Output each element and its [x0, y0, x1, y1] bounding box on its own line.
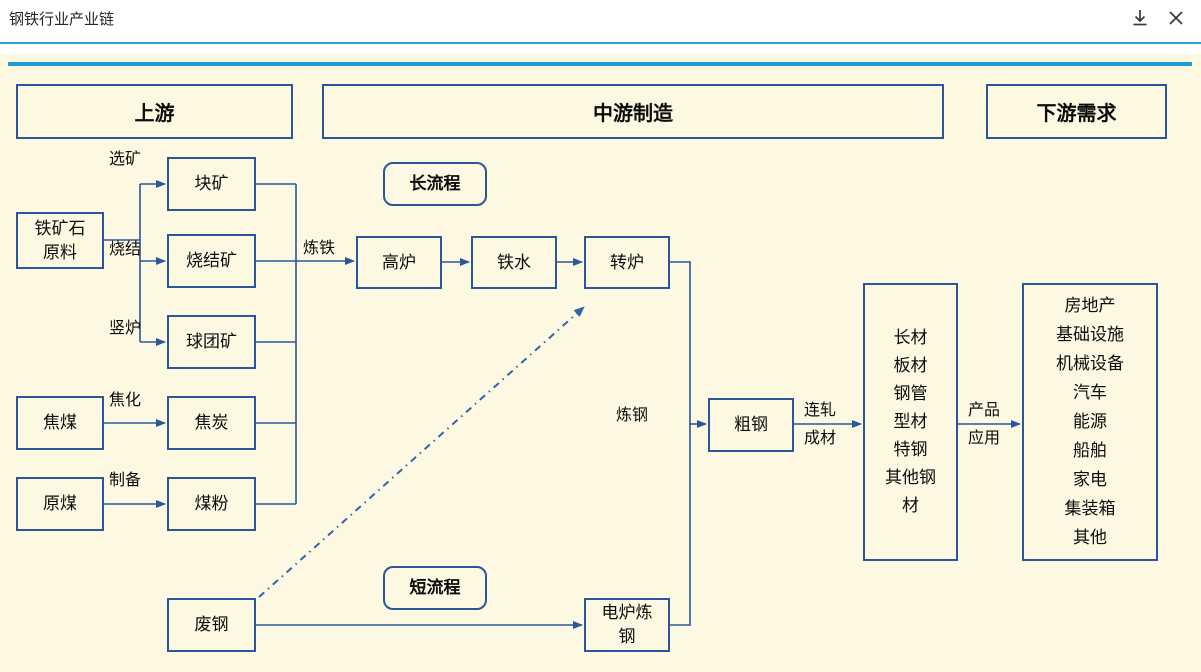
header-midstream: 中游制造	[322, 84, 944, 139]
node-converter: 转炉	[584, 236, 670, 289]
node-long-process: 长流程	[383, 162, 487, 206]
close-icon-glyph	[1169, 11, 1183, 25]
label-coking: 焦化	[109, 390, 142, 409]
node-crude-steel: 粗钢	[708, 398, 794, 452]
download-icon-glyph	[1133, 10, 1147, 26]
label-preparation: 制备	[109, 470, 142, 489]
node-molten-iron: 铁水	[471, 236, 557, 289]
titlebar-divider	[0, 42, 1201, 44]
header-downstream: 下游需求	[986, 84, 1167, 139]
label-shaft-furnace: 竖炉	[109, 318, 142, 337]
header-upstream: 上游	[16, 84, 293, 139]
node-applications: 房地产 基础设施 机械设备 汽车 能源 船舶 家电 集装箱 其他	[1022, 283, 1158, 561]
node-coking-coal: 焦煤	[16, 396, 104, 450]
node-eaf-steelmaking: 电炉炼 钢	[584, 598, 670, 652]
node-scrap-steel: 废钢	[167, 598, 256, 652]
node-pellet-ore: 球团矿	[167, 315, 256, 369]
node-raw-coal: 原煤	[16, 477, 104, 531]
node-sinter-ore: 烧结矿	[167, 234, 256, 288]
node-short-process: 短流程	[383, 566, 487, 610]
label-steelmaking: 炼钢	[616, 405, 649, 424]
titlebar-actions	[1129, 7, 1187, 29]
download-icon[interactable]	[1129, 7, 1151, 29]
node-coke: 焦炭	[167, 396, 256, 450]
node-lump-ore: 块矿	[167, 157, 256, 211]
label-sintering: 烧结	[109, 239, 142, 258]
content-top-rule	[8, 62, 1192, 66]
window-title: 钢铁行业产业链	[9, 9, 115, 28]
label-application: 产品 应用	[968, 400, 1001, 447]
node-iron-ore-raw: 铁矿石 原料	[16, 212, 104, 269]
label-ironmaking: 炼铁	[303, 238, 336, 257]
node-blast-furnace: 高炉	[356, 236, 442, 289]
node-coal-powder: 煤粉	[167, 477, 256, 531]
label-ore-dressing: 选矿	[109, 149, 142, 168]
close-icon[interactable]	[1165, 7, 1187, 29]
label-rolling: 连轧 成材	[804, 400, 837, 447]
node-steel-products: 长材 板材 钢管 型材 特钢 其他钢 材	[863, 283, 958, 561]
titlebar: 钢铁行业产业链	[0, 0, 1201, 36]
